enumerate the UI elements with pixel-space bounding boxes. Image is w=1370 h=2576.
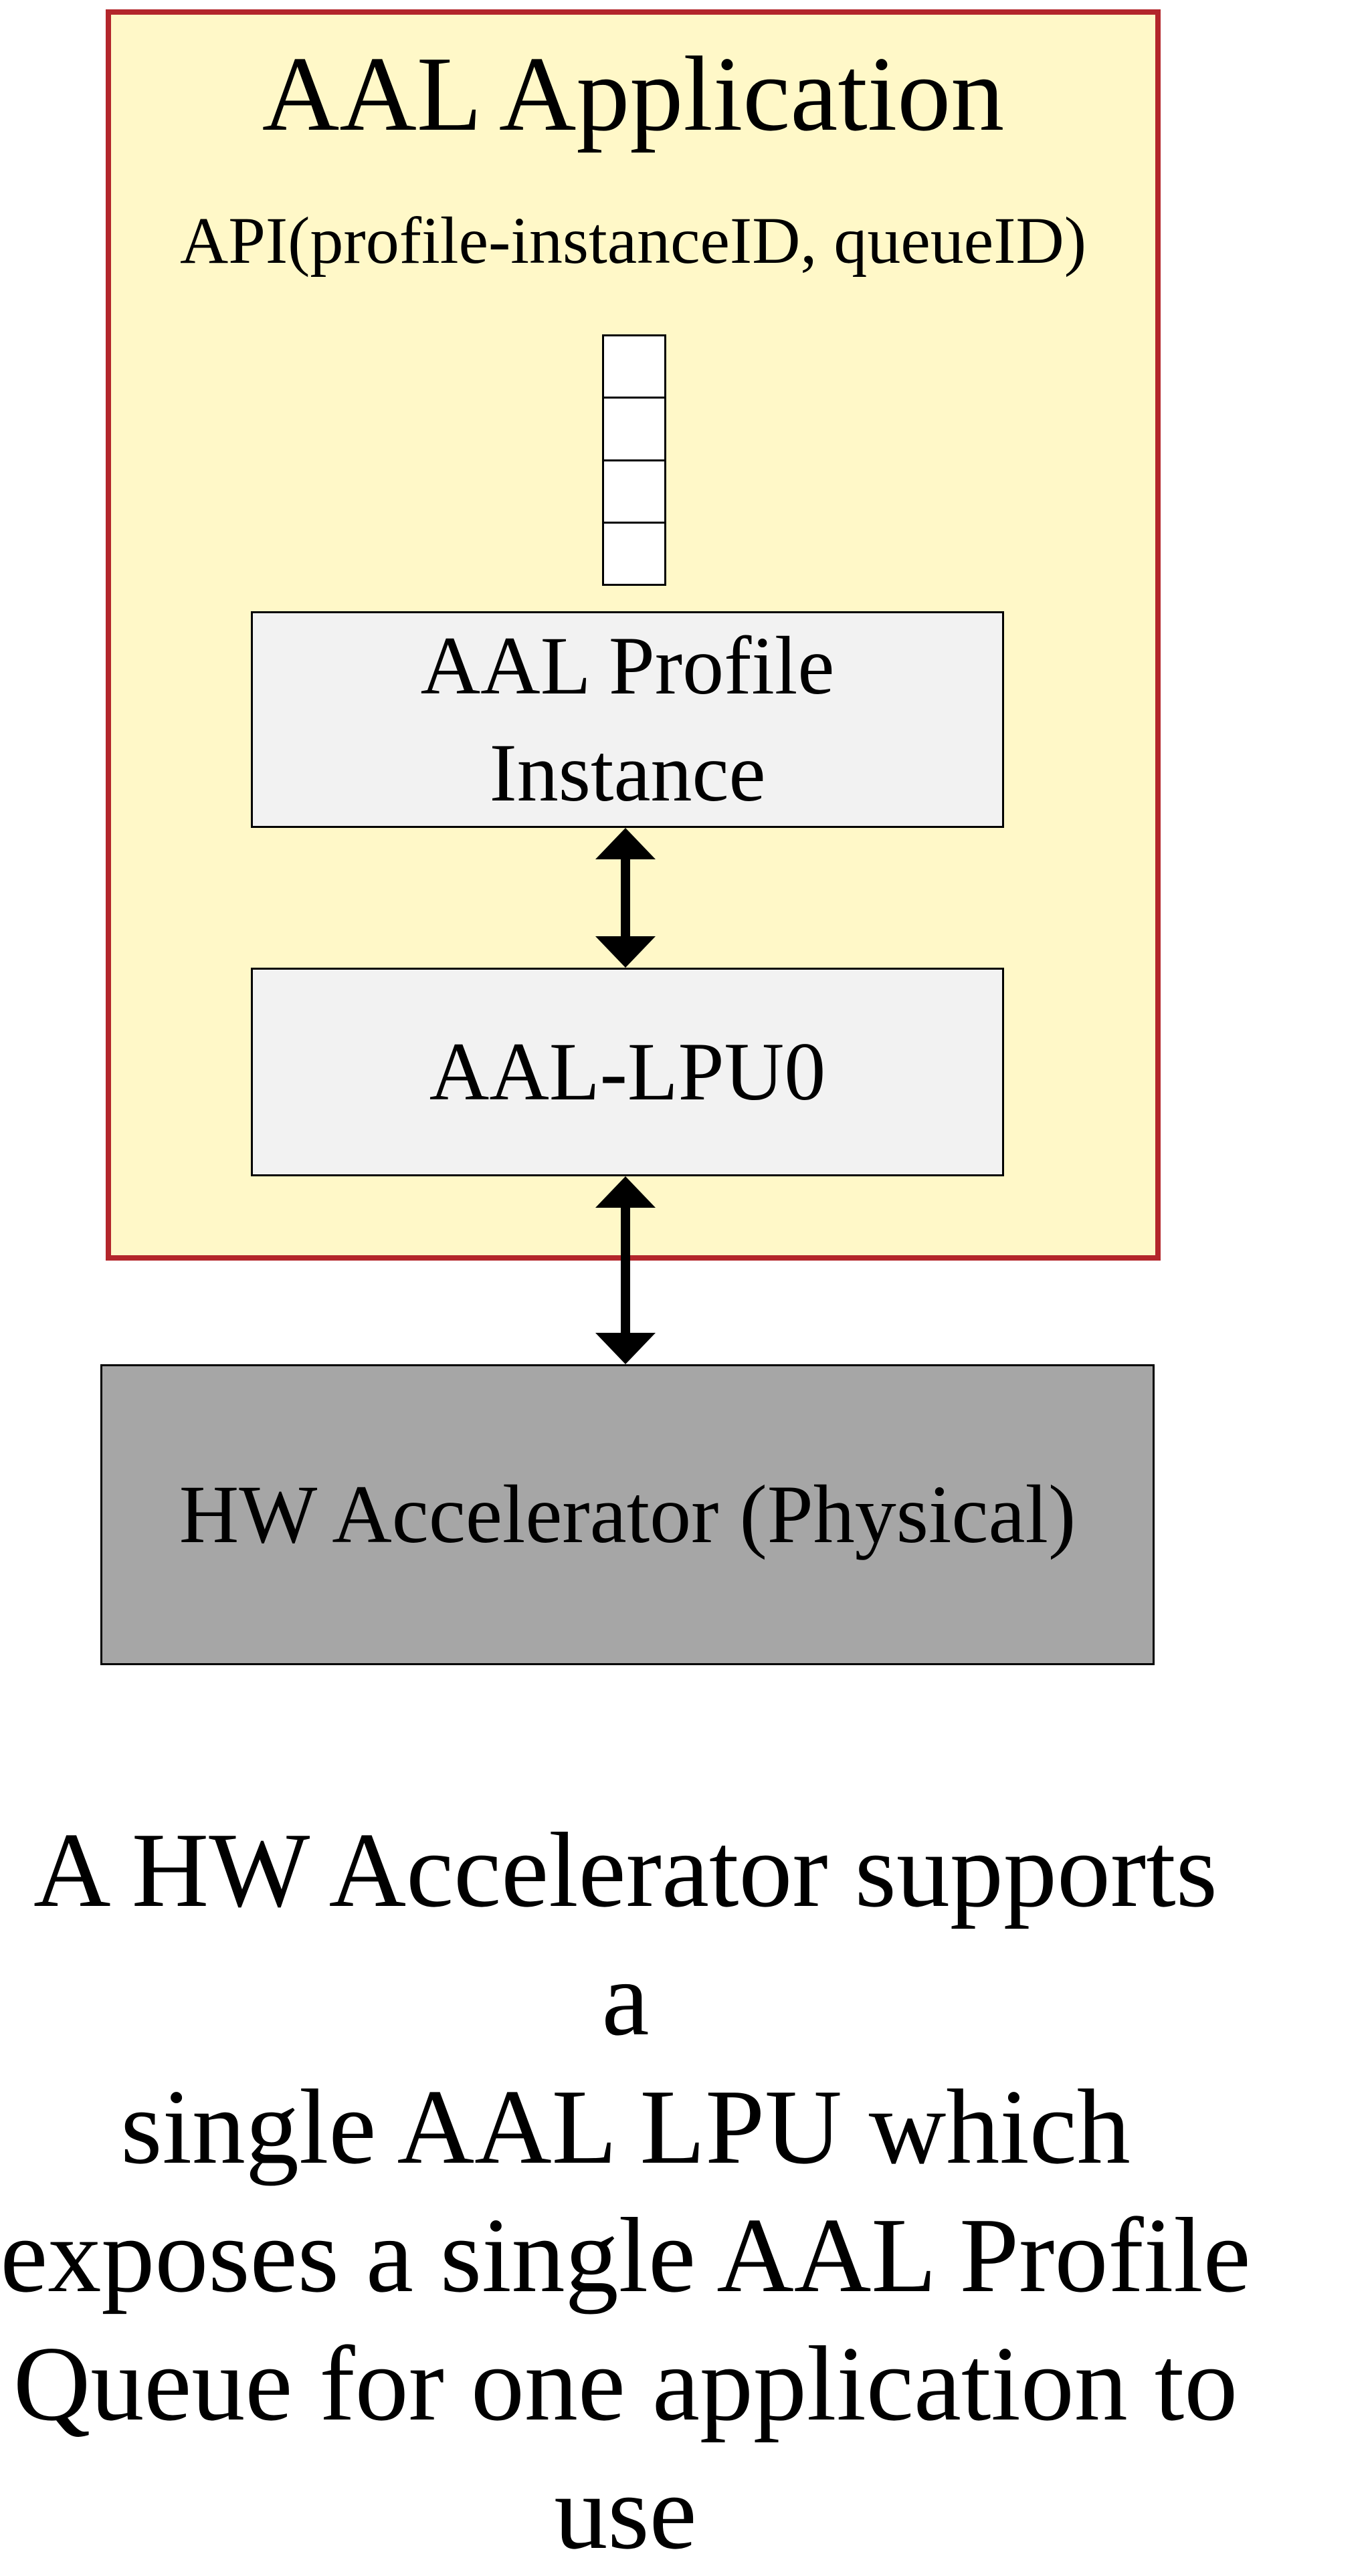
connector-arrows [595,828,656,1364]
profile-queue [602,334,666,586]
diagram-caption: A HW Accelerator supports a single AAL L… [0,1806,1251,2576]
lpu-to-hw-arrow [595,1176,656,1364]
caption-line: single AAL LPU which [120,2067,1131,2186]
aal-application-title: AAL Application [262,34,1005,153]
caption-line: exposes a single AAL Profile [0,2195,1251,2315]
hw-accelerator-box: HW Accelerator (Physical) [100,1364,1155,1665]
caption-line: use [554,2452,697,2571]
profile-to-lpu-arrow [595,828,656,968]
lpu-label: AAL-LPU0 [429,1026,826,1117]
api-label: API(profile-instanceID, queueID) [179,203,1087,278]
caption-line: A HW Accelerator supports a [33,1810,1217,2058]
queue-slot [604,399,664,461]
queue-slot [604,336,664,399]
queue-slot [604,461,664,524]
caption-line: Queue for one application to [13,2324,1238,2443]
profile-instance-label-line1: AAL Profile [420,620,835,712]
profile-instance-label-line2: Instance [489,727,766,819]
hw-accelerator-label: HW Accelerator (Physical) [179,1469,1076,1560]
aal-lpu-box: AAL-LPU0 [251,968,1004,1176]
aal-profile-instance-box: AAL Profile Instance [251,611,1004,828]
